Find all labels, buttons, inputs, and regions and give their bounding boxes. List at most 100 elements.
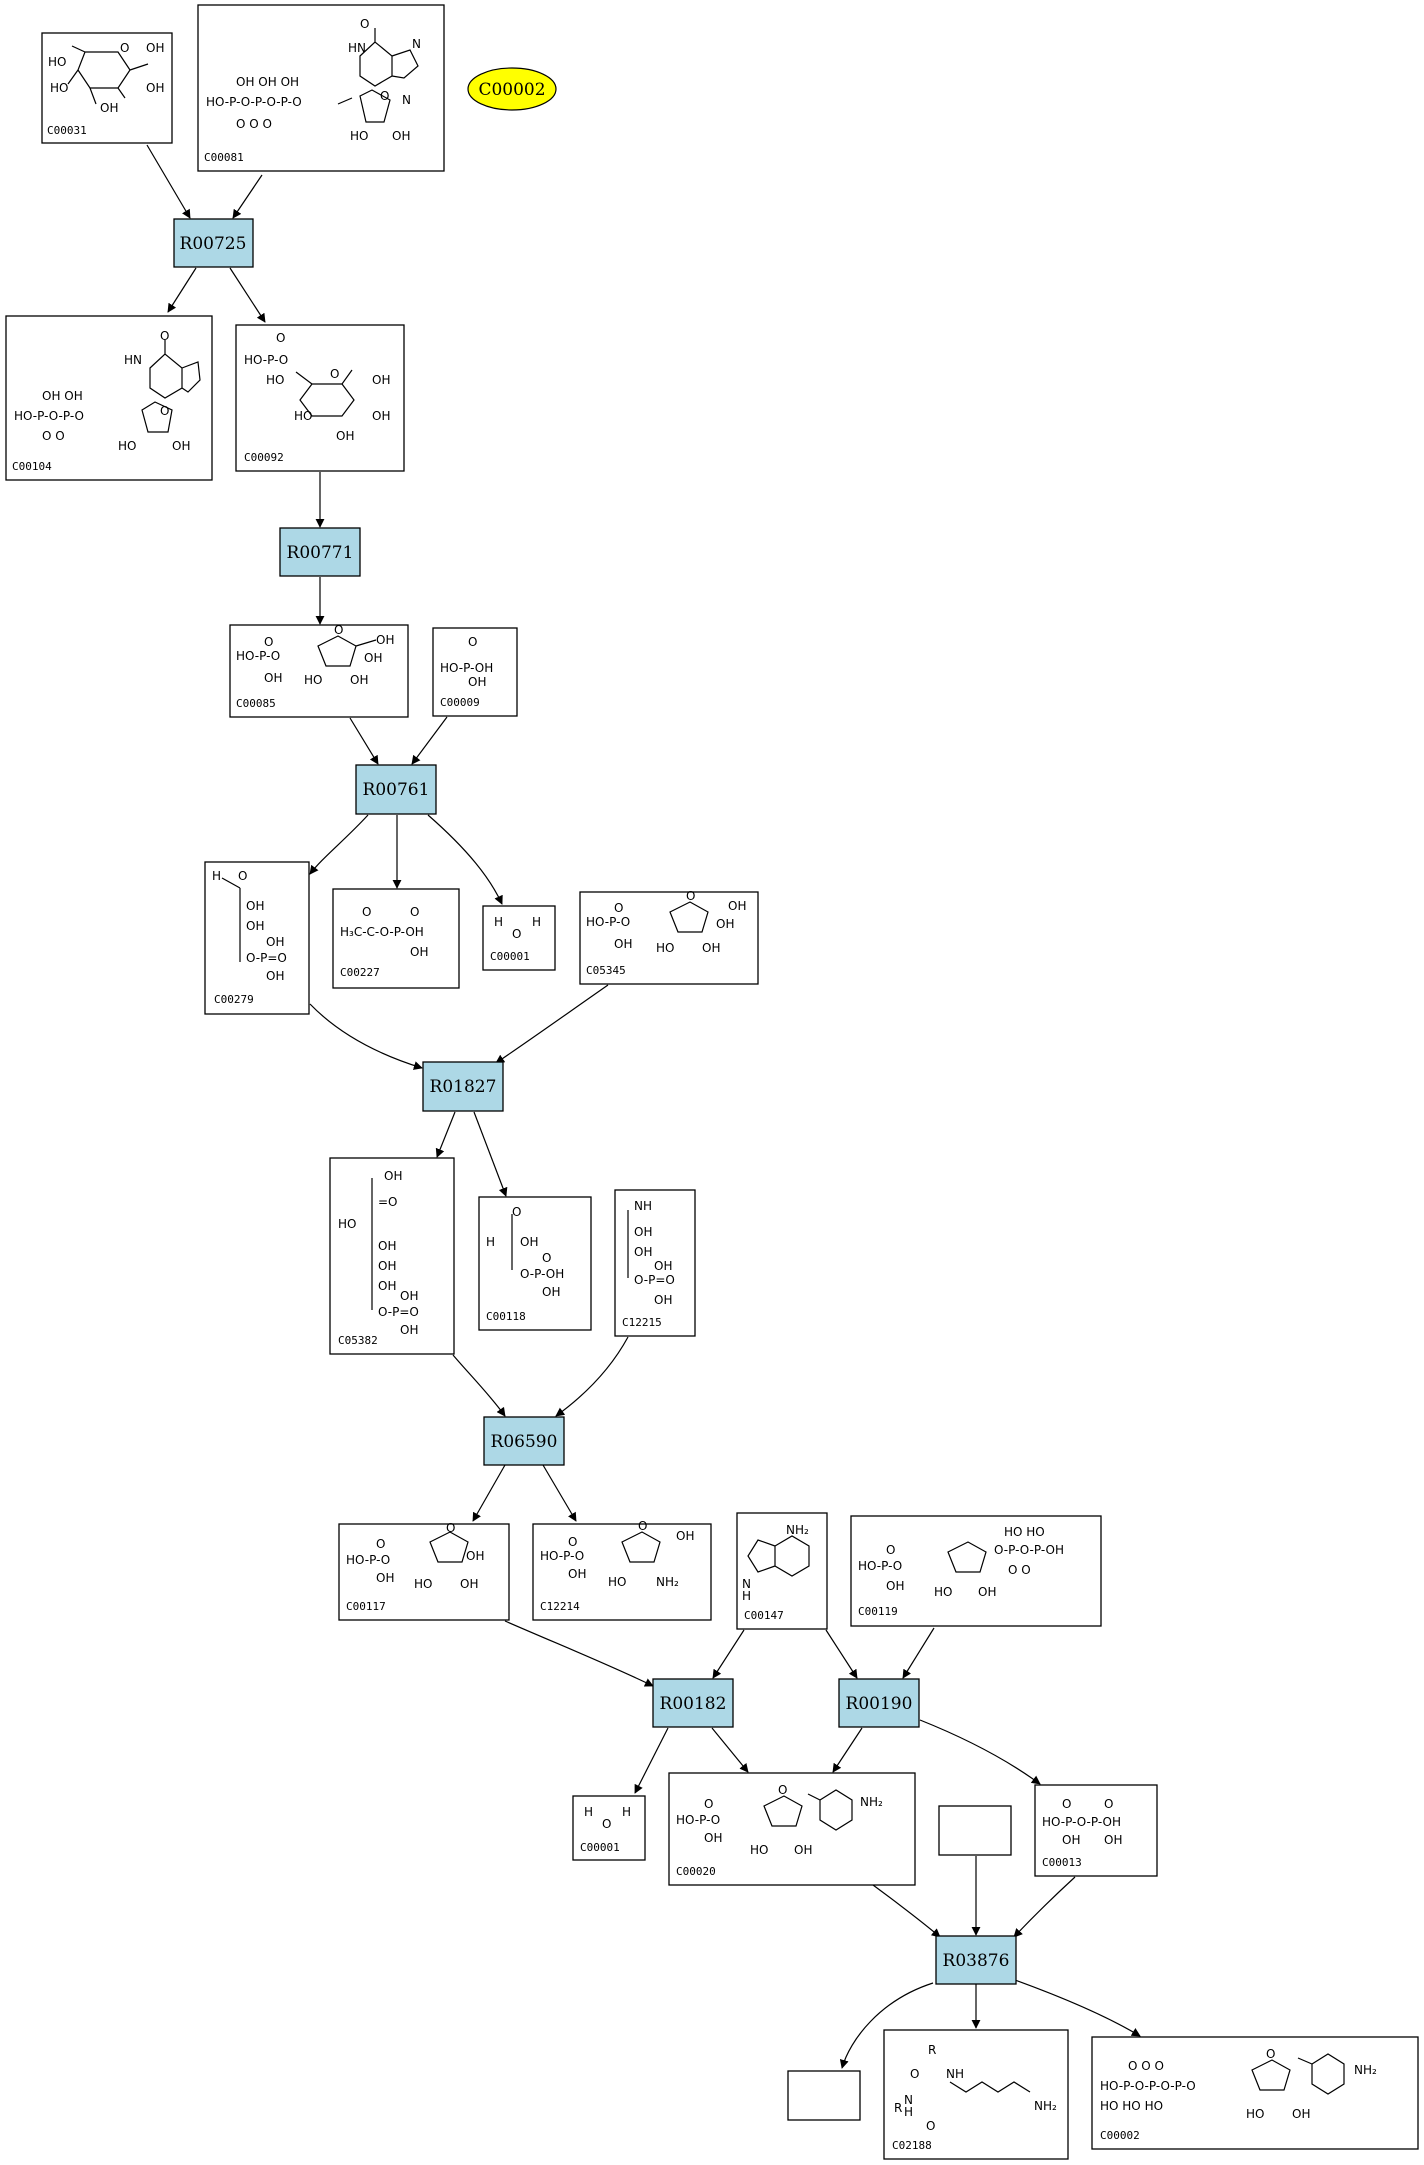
reaction-r01827[interactable]: R01827 (422, 1061, 504, 1112)
svg-text:O: O (334, 623, 343, 637)
reaction-r00761[interactable]: R00761 (355, 764, 437, 815)
reaction-r00182[interactable]: R00182 (652, 1678, 734, 1728)
svg-text:HO-P-O-P-O: HO-P-O-P-O (14, 409, 84, 423)
svg-text:O O: O O (42, 429, 65, 443)
compound-c00119[interactable]: HO-P-O O OH O-P-O-P-OH HO HO O O HO OH C… (850, 1515, 1102, 1627)
structure-icon: O HN O HO-P-O-P-O OH OH O O HO OH (14, 329, 201, 453)
compound-c00001b[interactable]: H H O C00001 (572, 1795, 646, 1861)
svg-text:O: O (910, 2067, 919, 2081)
structure-icon: O H OH O-P-OH O OH (486, 1205, 564, 1299)
compound-c00104[interactable]: O HN O HO-P-O-P-O OH OH O O HO OH C00104 (5, 315, 213, 481)
reaction-r00725[interactable]: R00725 (173, 218, 254, 268)
compound-c00013[interactable]: HO-P-O-P-OH O O OH OH C00013 (1034, 1784, 1158, 1877)
compound-c00081[interactable]: O HN N N O HO-P-O-P-O-P-O OH OH OH O O O… (197, 4, 445, 172)
svg-text:OH: OH (372, 373, 390, 387)
svg-text:O: O (778, 1783, 787, 1797)
svg-text:O: O (264, 635, 273, 649)
svg-text:H: H (622, 1805, 631, 1819)
svg-text:H₃C-C-O-P-OH: H₃C-C-O-P-OH (340, 925, 424, 939)
compound-c00279[interactable]: H O OH OH O-P=O OH OH C00279 (204, 861, 310, 1015)
edge-r03876-c00002 (1014, 1979, 1141, 2037)
compound-blank-lower[interactable] (787, 2070, 861, 2121)
compound-c12214[interactable]: HO-P-O O OH O OH HO NH₂ C12214 (532, 1519, 712, 1621)
compound-c00009[interactable]: O HO-P-OH OH C00009 (432, 627, 518, 717)
compound-blank-upper[interactable] (938, 1805, 1012, 1856)
compound-label: C00117 (346, 1600, 386, 1613)
reaction-label: R06590 (491, 1432, 558, 1452)
svg-text:HO: HO (750, 1843, 768, 1857)
edge-r03876-blank2 (839, 1982, 934, 2069)
svg-text:H: H (486, 1235, 495, 1249)
reaction-label: R00771 (287, 543, 354, 563)
edge-r00182-c00020 (711, 1727, 749, 1773)
compound-c00085[interactable]: HO-P-O O OH O OH OH HO OH C00085 (229, 623, 409, 718)
svg-text:O: O (376, 1537, 385, 1551)
svg-text:HO: HO (350, 129, 368, 143)
svg-text:O: O (362, 905, 371, 919)
reaction-label: R00190 (846, 1694, 913, 1714)
reaction-r00190[interactable]: R00190 (838, 1678, 920, 1728)
edges (146, 144, 1141, 2069)
svg-text:R: R (928, 2043, 936, 2057)
reaction-r03876[interactable]: R03876 (935, 1935, 1017, 1985)
structure-icon: HO-P-O O OH O OH HO NH₂ (540, 1519, 694, 1589)
svg-text:OH: OH (634, 1225, 652, 1239)
compound-label: C05382 (338, 1334, 378, 1347)
svg-text:H: H (584, 1805, 593, 1819)
structure-icon: HO-P-O-P-OH O O OH OH (1042, 1797, 1122, 1847)
compound-label: C02188 (892, 2139, 932, 2152)
compound-c00001a[interactable]: H H O C00001 (482, 905, 556, 971)
svg-text:N: N (904, 2093, 913, 2107)
svg-text:O-P=O: O-P=O (378, 1305, 419, 1319)
svg-text:OH: OH (542, 1285, 560, 1299)
svg-text:NH₂: NH₂ (1354, 2063, 1377, 2077)
svg-text:O: O (602, 1817, 611, 1831)
compound-c12215[interactable]: NH OH OH O-P=O OH OH C12215 (614, 1189, 696, 1337)
svg-text:O-P-O-P-OH: O-P-O-P-OH (994, 1543, 1064, 1557)
svg-text:HO: HO (266, 373, 284, 387)
compound-c02188[interactable]: R O NH R N H O NH₂ C02188 (883, 2029, 1069, 2160)
highlight-c00002[interactable]: C00002 (467, 67, 557, 111)
compound-c00117[interactable]: HO-P-O O OH O OH HO OH C00117 (338, 1521, 510, 1621)
svg-text:N: N (402, 93, 411, 107)
compound-c00227[interactable]: H₃C-C-O-P-OH O O OH C00227 (332, 888, 460, 989)
compound-c00118[interactable]: O H OH O-P-OH O OH C00118 (478, 1196, 592, 1331)
compound-c00147[interactable]: NH₂ N H C00147 (736, 1512, 828, 1630)
svg-text:O-P-OH: O-P-OH (520, 1267, 564, 1281)
compound-c00092[interactable]: O HO-P-O HO O OH HO OH OH C00092 (235, 324, 405, 472)
edge-r00182-c00001b (634, 1727, 669, 1794)
svg-text:HO: HO (656, 941, 674, 955)
svg-text:OH: OH (378, 1259, 396, 1273)
reaction-r00771[interactable]: R00771 (279, 527, 361, 577)
svg-text:H: H (742, 1589, 751, 1603)
reaction-label: R01827 (430, 1077, 497, 1097)
svg-text:OH: OH (376, 633, 394, 647)
svg-text:OH: OH (794, 1843, 812, 1857)
edge-c12215-r06590 (555, 1336, 629, 1417)
edge-r00190-c00013 (919, 1719, 1041, 1785)
compound-c00031[interactable]: HO O OH OH OH HO C00031 (41, 32, 173, 144)
svg-text:OH: OH (384, 1169, 402, 1183)
svg-text:OH: OH (246, 919, 264, 933)
svg-text:OH: OH (704, 1831, 722, 1845)
svg-text:HO-P-O: HO-P-O (346, 1553, 390, 1567)
svg-text:OH: OH (372, 409, 390, 423)
svg-text:OH: OH (654, 1259, 672, 1273)
compound-c00002-box[interactable]: HO-P-O-P-O-P-O O O O HO HO HO O NH₂ HO O… (1091, 2036, 1419, 2150)
structure-icon: HO-P-O O OH O NH₂ HO OH (676, 1783, 883, 1857)
compound-c05382[interactable]: OH =O HO OH OH OH O-P=O OH OH C05382 (329, 1157, 455, 1355)
svg-text:OH: OH (676, 1529, 694, 1543)
compound-label: C00279 (214, 993, 254, 1006)
reaction-r06590[interactable]: R06590 (483, 1416, 565, 1466)
compound-c00020[interactable]: HO-P-O O OH O NH₂ HO OH C00020 (668, 1772, 916, 1886)
edge-c05345-r01827 (495, 984, 609, 1064)
compound-c05345[interactable]: HO-P-O O OH O OH OH HO OH C05345 (579, 889, 759, 985)
svg-text:H: H (494, 915, 503, 929)
edge-r06590-c12214 (542, 1464, 577, 1522)
svg-text:OH: OH (702, 941, 720, 955)
structure-icon: NH OH OH O-P=O OH OH (627, 1199, 675, 1307)
compound-label: C00085 (236, 697, 276, 710)
edge-c00147-r00182 (712, 1629, 745, 1679)
edge-c00009-r00761 (411, 716, 448, 765)
